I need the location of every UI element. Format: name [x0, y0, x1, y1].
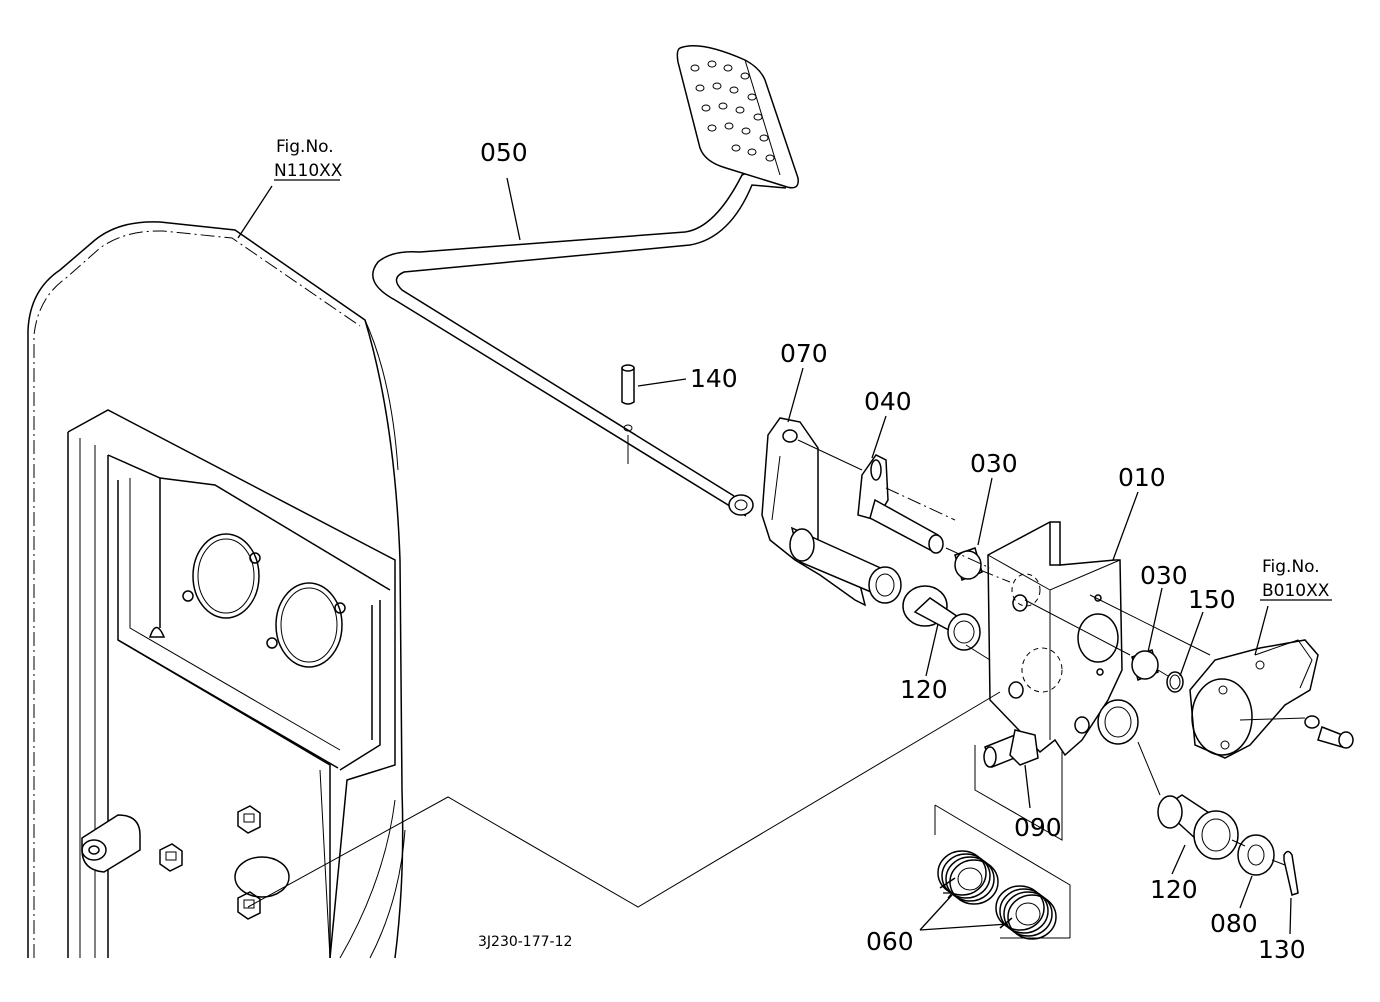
assembly-lines: [247, 439, 1306, 939]
label-120-left: 120: [900, 675, 948, 704]
pedal-holes: [690, 60, 775, 162]
label-040: 040: [864, 387, 912, 416]
snap-ring: [1166, 671, 1184, 693]
link-rod: [857, 454, 944, 554]
label-050: 050: [480, 138, 528, 167]
pedal-arm: [372, 45, 799, 517]
label-080: 080: [1210, 909, 1258, 938]
collar-right: [1157, 794, 1239, 860]
bolt: [983, 729, 1039, 768]
label-090: 090: [1014, 813, 1062, 842]
collar-left: [902, 585, 981, 651]
label-070: 070: [780, 339, 828, 368]
cotter-pin: [1283, 850, 1299, 896]
sensor-unit: [1189, 639, 1354, 759]
diagram-code: 3J230-177-12: [478, 934, 572, 950]
leaders: [237, 177, 1332, 935]
fig-ref-right-code: B010XX: [1262, 581, 1330, 601]
part-labels: 050 140 070 040 030 010 030 150 120 090 …: [274, 137, 1330, 964]
fig-ref-left-code: N110XX: [274, 161, 343, 181]
label-030-upper: 030: [970, 449, 1018, 478]
label-150: 150: [1188, 585, 1236, 614]
label-140: 140: [690, 364, 738, 393]
label-030-lower: 030: [1140, 561, 1188, 590]
fig-ref-left-label: Fig.No.: [276, 137, 334, 157]
return-springs: [234, 856, 290, 898]
spring-right: [995, 885, 1057, 940]
fender-panel: [27, 221, 406, 959]
washer: [1237, 834, 1275, 876]
label-060: 060: [866, 927, 914, 956]
spring-left: [937, 850, 999, 905]
label-010: 010: [1118, 463, 1166, 492]
pedal-bracket: [987, 521, 1139, 757]
label-120-right: 120: [1150, 875, 1198, 904]
label-130: 130: [1258, 935, 1306, 964]
spring-pin: [621, 364, 635, 405]
bushing-lower: [1131, 649, 1159, 682]
fig-ref-right-label: Fig.No.: [1262, 557, 1320, 577]
pedal-bracket-arm: [761, 417, 902, 607]
bushing-upper: [954, 547, 983, 582]
